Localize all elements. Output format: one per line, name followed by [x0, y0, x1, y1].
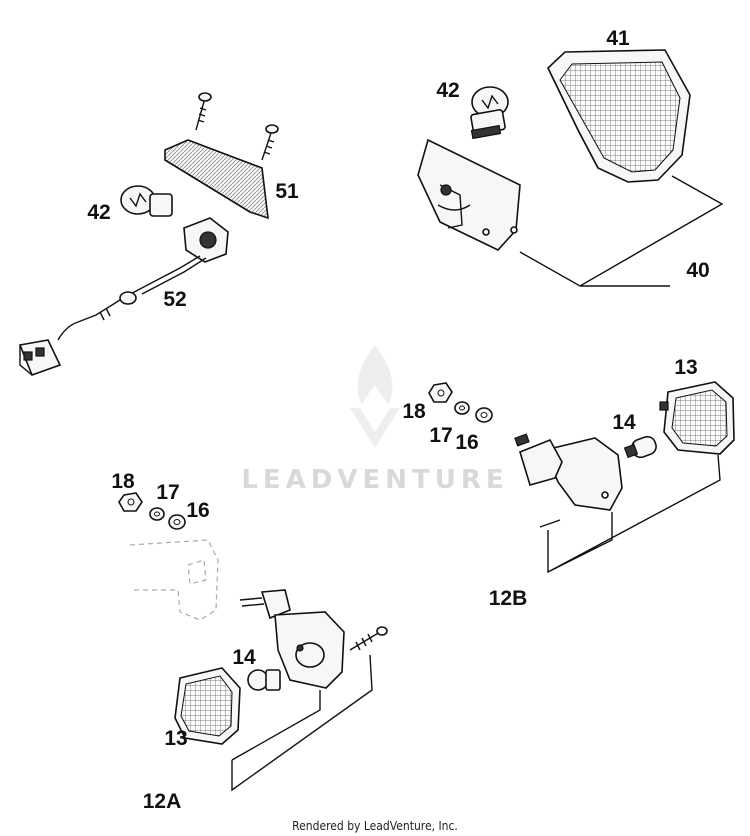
washer-16-left — [168, 514, 186, 530]
label-16-right: 16 — [455, 431, 478, 454]
tail-light-base-plate — [417, 138, 521, 251]
label-14-right: 14 — [612, 411, 636, 434]
label-17-right: 17 — [429, 424, 452, 447]
label-13-left: 13 — [164, 727, 187, 750]
footer-credit: Rendered by LeadVenture, Inc. — [292, 819, 458, 833]
leader-line-12A — [231, 654, 373, 792]
label-12A: 12A — [143, 790, 182, 813]
lock-washer-17-left — [149, 507, 165, 521]
label-41: 41 — [606, 27, 630, 50]
washer-16-right — [475, 407, 493, 423]
watermark-text: LEADVENTURE — [241, 465, 508, 495]
wire-connector — [18, 339, 62, 377]
label-13-right: 13 — [674, 356, 697, 379]
label-18-right: 18 — [402, 400, 426, 423]
label-51: 51 — [275, 180, 299, 203]
turn-signal-housing-right — [514, 433, 623, 511]
mounting-bracket-phantom — [129, 539, 219, 621]
turn-signal-bulb-right — [623, 435, 657, 459]
nut-18-right — [428, 382, 453, 403]
screw-right — [261, 124, 279, 161]
plate-light-socket-wiring — [57, 217, 229, 341]
watermark-logo — [350, 345, 400, 448]
mounting-screw-left — [349, 626, 388, 651]
lock-washer-17-right — [454, 401, 470, 415]
label-42-left: 42 — [87, 201, 110, 224]
turn-signal-bulb-left — [247, 669, 281, 691]
turn-signal-lens-left — [174, 667, 241, 745]
label-12B: 12B — [489, 587, 528, 610]
turn-signal-housing-left — [239, 589, 345, 689]
screw-top — [195, 92, 212, 131]
label-16-left: 16 — [186, 499, 209, 522]
label-14-left: 14 — [232, 646, 256, 669]
plate-light-bulb — [120, 185, 173, 217]
label-17-left: 17 — [156, 481, 179, 504]
leader-line-12B — [539, 454, 721, 574]
label-40: 40 — [686, 259, 709, 282]
tail-light-lens — [547, 49, 691, 183]
label-18-left: 18 — [111, 470, 135, 493]
leader-line-40 — [519, 175, 724, 287]
label-42-top-right: 42 — [436, 79, 459, 102]
nut-18-left — [118, 492, 143, 512]
label-52: 52 — [163, 288, 186, 311]
plate-light-lens — [164, 139, 269, 220]
tail-light-bulb — [470, 86, 509, 140]
turn-signal-lens-right — [659, 381, 735, 455]
